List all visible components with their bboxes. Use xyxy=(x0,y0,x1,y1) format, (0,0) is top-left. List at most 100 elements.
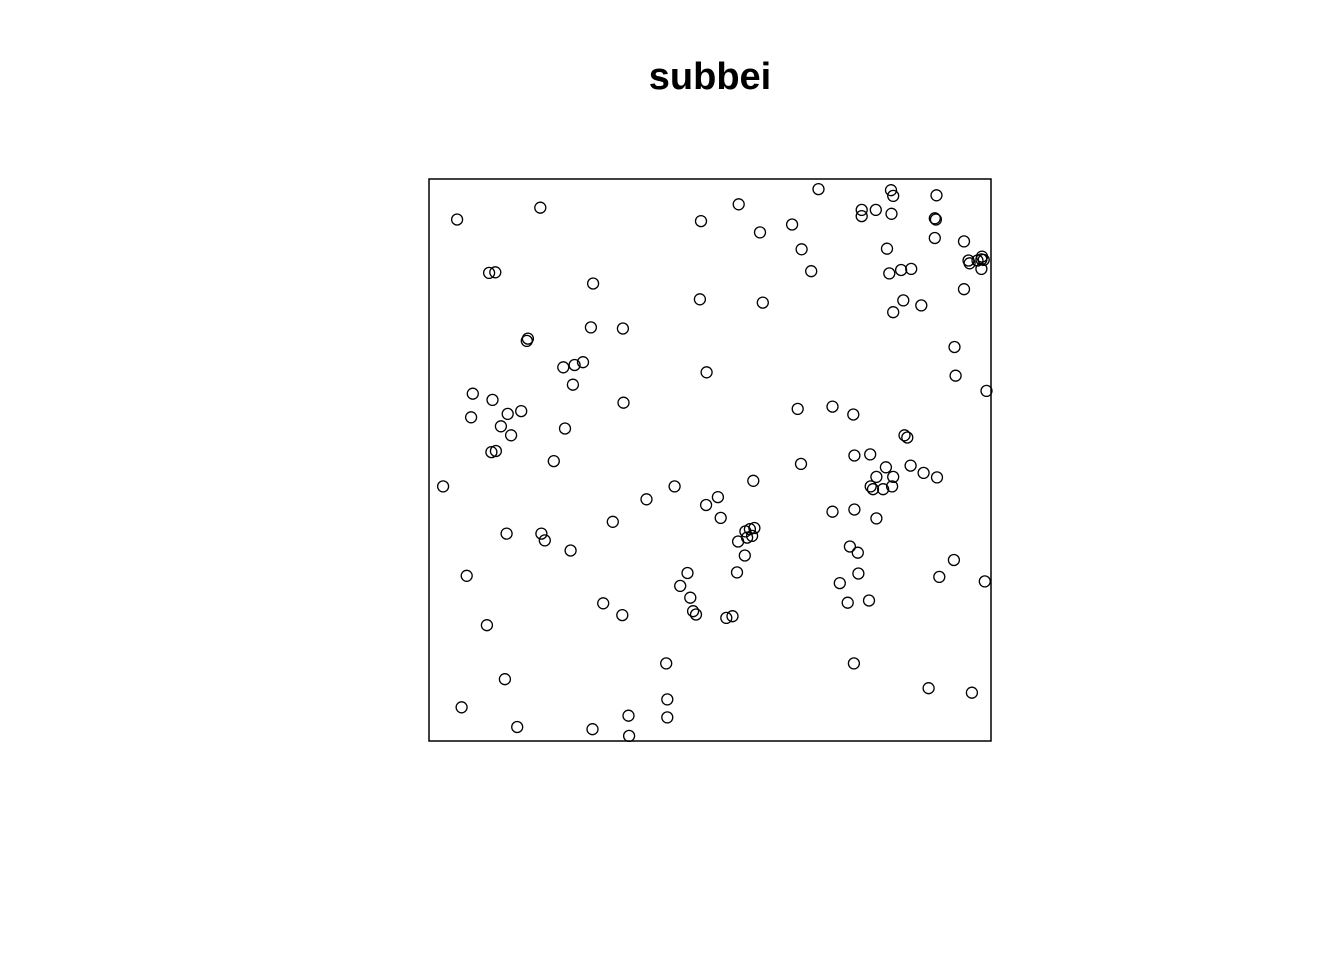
data-point xyxy=(660,657,673,670)
data-point xyxy=(929,213,943,226)
data-point xyxy=(494,420,508,433)
data-point xyxy=(606,515,619,528)
data-point xyxy=(547,454,560,468)
data-point xyxy=(732,198,745,211)
data-point xyxy=(534,201,547,214)
data-point xyxy=(743,522,757,536)
data-point xyxy=(616,608,629,622)
data-point xyxy=(747,474,760,487)
data-point xyxy=(794,457,808,471)
data-point xyxy=(826,505,839,518)
data-point xyxy=(843,540,857,553)
data-point xyxy=(905,262,918,276)
data-point xyxy=(597,597,610,610)
data-point xyxy=(486,393,499,407)
data-point xyxy=(841,596,854,609)
data-point xyxy=(885,207,898,220)
data-point xyxy=(616,322,630,335)
data-point xyxy=(756,296,769,309)
data-point xyxy=(957,235,971,248)
data-point xyxy=(464,411,478,424)
data-point xyxy=(887,306,900,319)
data-point xyxy=(501,407,514,421)
data-point xyxy=(489,266,502,279)
plot-frame xyxy=(428,178,992,742)
data-point xyxy=(720,611,733,625)
data-point xyxy=(917,466,930,480)
data-point xyxy=(870,512,883,525)
data-point xyxy=(791,402,804,416)
data-point xyxy=(538,534,551,547)
data-point xyxy=(617,396,630,409)
data-point xyxy=(855,209,868,223)
data-point xyxy=(450,213,464,226)
data-point xyxy=(521,332,535,345)
data-point xyxy=(622,729,636,743)
data-point xyxy=(963,257,976,270)
data-point xyxy=(933,570,946,584)
data-point xyxy=(689,608,703,621)
data-point xyxy=(855,203,868,217)
data-point xyxy=(848,449,861,462)
data-point xyxy=(975,262,988,276)
data-point xyxy=(847,657,861,670)
data-point xyxy=(622,709,635,722)
data-point xyxy=(833,576,846,590)
chart-title: subbei xyxy=(648,56,772,98)
data-point xyxy=(826,400,839,413)
data-point xyxy=(674,579,687,593)
data-point xyxy=(535,527,548,540)
data-point xyxy=(730,566,744,579)
data-point xyxy=(436,480,450,493)
data-point xyxy=(876,483,890,496)
data-point xyxy=(576,356,590,369)
data-point xyxy=(753,226,767,239)
data-point xyxy=(564,544,577,557)
data-point xyxy=(930,471,944,484)
data-point xyxy=(904,459,917,472)
data-point xyxy=(711,490,725,504)
data-point xyxy=(480,619,494,632)
data-point xyxy=(851,546,864,559)
data-point xyxy=(726,610,739,623)
data-point xyxy=(883,267,896,280)
data-point xyxy=(686,605,700,618)
data-point xyxy=(515,404,528,418)
data-point xyxy=(460,569,473,582)
data-point xyxy=(748,521,761,535)
data-point xyxy=(948,340,961,354)
data-point xyxy=(699,498,713,512)
data-point xyxy=(498,673,512,686)
data-point xyxy=(957,283,971,296)
data-point xyxy=(700,366,713,379)
data-point xyxy=(668,480,681,493)
data-point xyxy=(866,483,880,496)
data-point xyxy=(949,369,962,382)
data-point xyxy=(864,448,877,461)
data-point xyxy=(805,265,818,278)
data-point xyxy=(864,480,877,493)
data-point xyxy=(928,212,941,225)
data-point xyxy=(812,182,825,196)
data-point xyxy=(586,277,600,290)
data-point xyxy=(847,408,860,421)
data-point xyxy=(455,701,468,714)
data-point xyxy=(879,461,893,474)
data-point xyxy=(897,294,910,307)
data-point xyxy=(862,594,876,607)
data-point xyxy=(978,575,991,588)
data-point xyxy=(586,723,599,736)
data-point xyxy=(694,214,708,228)
data-point xyxy=(681,566,694,580)
data-point xyxy=(887,470,900,484)
data-point xyxy=(887,189,900,203)
data-point xyxy=(977,253,990,267)
data-point xyxy=(714,511,727,525)
data-point xyxy=(558,422,572,435)
data-point xyxy=(661,693,674,706)
data-point xyxy=(693,293,707,306)
data-point xyxy=(500,527,513,540)
data-point xyxy=(901,431,914,444)
data-point xyxy=(738,549,751,562)
